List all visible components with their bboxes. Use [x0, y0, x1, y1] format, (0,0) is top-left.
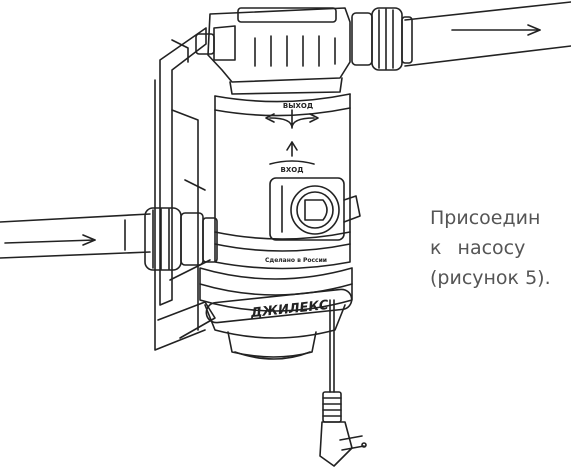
flow-schematic [265, 109, 319, 165]
outlet-coupling-nut [351, 7, 413, 71]
outlet-pipe [404, 1, 571, 67]
caption-line-2: к насосу [430, 237, 526, 259]
pump-body [214, 93, 351, 270]
instruction-caption: Присоедин к насосу (рисунок 5). [430, 203, 571, 293]
made-in-label: Сделано в России [265, 257, 327, 264]
pump-head [195, 7, 351, 95]
power-plug [319, 421, 367, 467]
pump-base [199, 267, 353, 360]
mounting-bracket [154, 27, 216, 351]
inlet-label: ВХОД [281, 166, 304, 174]
inlet-pipe [0, 213, 151, 259]
power-cord [322, 299, 342, 423]
caption-line-3: (рисунок 5). [430, 267, 551, 289]
inspection-port [269, 177, 361, 241]
inlet-coupling-nut [144, 207, 218, 271]
outlet-label: ВЫХОД [283, 102, 313, 110]
brand-logo: ДЖИЛЕКС [249, 298, 330, 321]
caption-line-1: Присоедин [430, 207, 541, 229]
